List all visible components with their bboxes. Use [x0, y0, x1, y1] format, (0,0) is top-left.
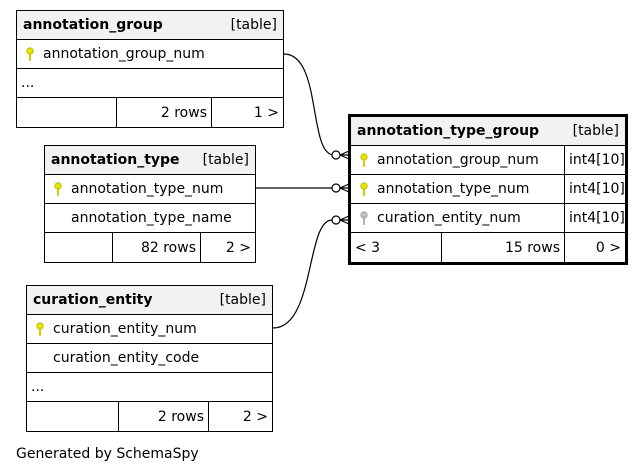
table-header: curation_entity [table]: [27, 286, 272, 315]
table-name: annotation_group: [23, 17, 163, 33]
column-row: annotation_group_num int4[10]: [351, 146, 625, 175]
column-type: int4[10]: [564, 175, 625, 203]
table-name: curation_entity: [33, 292, 153, 308]
table-kind: [table]: [219, 292, 266, 308]
table-curation-entity[interactable]: curation_entity [table] curation_entity_…: [26, 285, 273, 432]
column-row: curation_entity_num int4[10]: [351, 204, 625, 233]
column-name: annotation_group_num: [43, 46, 205, 62]
table-header: annotation_type_group [table]: [351, 117, 625, 146]
table-annotation-type-group[interactable]: annotation_type_group [table] annotation…: [348, 114, 628, 265]
table-kind: [table]: [230, 17, 277, 33]
key-icon: [23, 47, 37, 61]
row-count: 2 rows: [116, 98, 211, 127]
key-icon: [357, 211, 371, 225]
column-type: int4[10]: [564, 146, 625, 174]
children-count: 1 >: [211, 98, 283, 127]
children-count: 2 >: [200, 233, 255, 262]
children-count: 0 >: [564, 233, 625, 262]
key-icon: [357, 182, 371, 196]
link-annotation-type-crowfoot: [339, 183, 350, 193]
link-curation-entity-optional-marker: [331, 215, 341, 225]
column-row: annotation_type_num: [45, 175, 255, 204]
column-name: annotation_type_num: [71, 181, 224, 197]
table-footer: 2 rows 1 >: [17, 98, 283, 127]
column-name: curation_entity_code: [53, 350, 200, 366]
link-curation-entity: [272, 219, 333, 329]
parents-count: < 3: [355, 239, 381, 256]
table-kind: [table]: [572, 123, 619, 139]
column-name: annotation_type_name: [71, 210, 232, 226]
children-count: 2 >: [208, 402, 272, 431]
table-annotation-type[interactable]: annotation_type [table] annotation_type_…: [44, 145, 256, 263]
column-row: curation_entity_num: [27, 315, 272, 344]
key-icon: [51, 182, 65, 196]
column-name: curation_entity_num: [377, 210, 521, 226]
more-columns: ...: [17, 69, 283, 98]
table-header: annotation_type [table]: [45, 146, 255, 175]
row-count: 2 rows: [118, 402, 208, 431]
table-footer: < 3 15 rows 0 >: [351, 233, 625, 262]
table-annotation-group[interactable]: annotation_group [table] annotation_grou…: [16, 10, 284, 128]
column-type: int4[10]: [564, 204, 625, 232]
row-count: 82 rows: [112, 233, 200, 262]
row-count: 15 rows: [441, 233, 564, 262]
more-columns: ...: [27, 373, 272, 402]
link-annotation-type-optional-marker: [331, 183, 341, 193]
generated-by-caption: Generated by SchemaSpy: [16, 446, 199, 462]
key-icon: [357, 153, 371, 167]
column-name: curation_entity_num: [53, 321, 197, 337]
link-annotation-group-crowfoot: [339, 150, 350, 160]
column-row: annotation_type_num int4[10]: [351, 175, 625, 204]
table-kind: [table]: [202, 152, 249, 168]
link-annotation-group-optional-marker: [331, 150, 341, 160]
link-annotation-group: [283, 53, 335, 156]
column-name: annotation_type_num: [377, 181, 530, 197]
column-name: annotation_group_num: [377, 152, 539, 168]
table-footer: 82 rows 2 >: [45, 233, 255, 262]
key-icon: [33, 322, 47, 336]
table-name: annotation_type: [51, 152, 180, 168]
link-curation-entity-crowfoot: [339, 215, 350, 225]
table-header: annotation_group [table]: [17, 11, 283, 40]
column-row: annotation_group_num: [17, 40, 283, 69]
table-name: annotation_type_group: [357, 123, 540, 139]
column-row: annotation_type_name: [45, 204, 255, 233]
column-row: curation_entity_code: [27, 344, 272, 373]
table-footer: 2 rows 2 >: [27, 402, 272, 431]
